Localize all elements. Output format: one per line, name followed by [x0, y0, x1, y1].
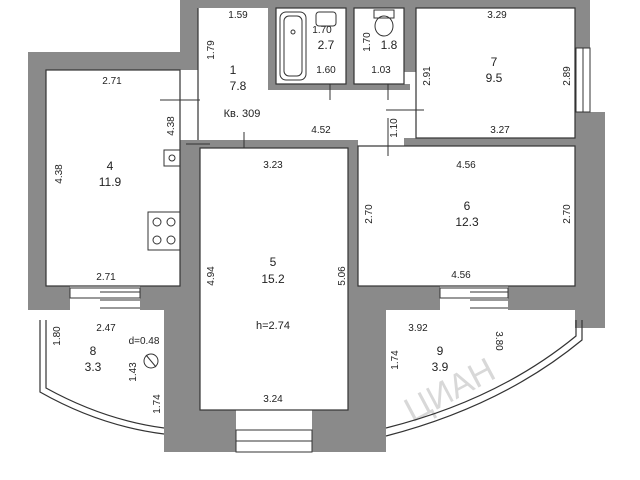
room-9-number: 9: [437, 344, 444, 358]
room-1-area: 7.8: [230, 79, 247, 93]
room-8-area: 3.3: [85, 360, 102, 374]
wc-outline: [353, 7, 405, 85]
dim-r4-bottom: 2.71: [96, 272, 116, 283]
dim-r7-left: 2.91: [422, 66, 433, 86]
room-6-area: 12.3: [455, 215, 479, 229]
room-5-area: 15.2: [261, 272, 285, 286]
toilet-tank: [373, 9, 395, 19]
dim-b8-top: 2.47: [96, 323, 116, 334]
wall-r4-top: [28, 52, 198, 70]
dim-hall-left: 1.79: [206, 40, 217, 60]
room-6-number: 6: [464, 199, 471, 213]
room-4-number: 4: [107, 159, 114, 173]
dim-b9-left: 1.74: [390, 350, 401, 370]
window-r6: [439, 287, 509, 299]
room-8-number: 8: [90, 344, 97, 358]
exterior-walls: [28, 0, 605, 452]
room-1-number: 1: [230, 63, 237, 77]
room-3-number: 1.8: [381, 38, 398, 52]
windows: [69, 47, 591, 453]
dim-b9-top: 3.92: [408, 323, 428, 334]
dim-r6-right: 2.70: [562, 204, 573, 224]
wall-r6-bottom-right: [508, 286, 580, 310]
dim-r6-left: 2.70: [364, 204, 375, 224]
labels: 1.59 1.79 1 7.8 Кв. 309 4.52 1.70 2.7 1.…: [52, 10, 573, 414]
bath-outline: [275, 7, 347, 85]
dim-wc-bottom: 1.03: [371, 65, 391, 76]
dim-wc-left: 1.70: [362, 32, 373, 52]
room-4-area: 11.9: [99, 175, 122, 189]
dim-r5-top: 3.23: [263, 160, 283, 171]
dim-passage: 1.10: [389, 118, 400, 138]
dim-r7-top: 3.29: [487, 10, 507, 21]
dim-r6-top: 4.56: [456, 160, 476, 171]
wall-bath-wc: [346, 8, 354, 88]
balcony-9-rail: [385, 320, 583, 437]
dim-b8-bottom: 1.74: [152, 394, 163, 414]
dim-bath-bottom: 1.60: [316, 65, 336, 76]
room-9-area: 3.9: [432, 360, 449, 374]
wall-left-upper: [180, 0, 198, 52]
wall-r4-left: [28, 52, 46, 310]
dim-r7-right: 2.89: [562, 66, 573, 86]
kitchen-sink: [163, 149, 181, 167]
wall-right-upper: [575, 0, 590, 48]
dim-r5-right: 5.06: [337, 266, 348, 286]
fixtures: [143, 9, 395, 369]
wall-bath-bottom: [268, 84, 410, 90]
dim-b8-mid: 1.43: [128, 362, 139, 382]
dim-r4-left: 4.38: [54, 164, 65, 184]
wall-bath-left: [268, 8, 276, 88]
bath-sink: [315, 11, 337, 27]
balcony-8-rail: [39, 320, 165, 435]
room-5-number: 5: [270, 255, 277, 269]
wall-r5-top: [196, 140, 358, 148]
room-7-number: 7: [491, 55, 498, 69]
balconies: [39, 320, 583, 437]
dim-r5-bottom: 3.24: [263, 394, 283, 405]
dim-r7-bottom: 3.27: [490, 125, 510, 136]
dim-bath-top: 1.70: [312, 25, 332, 36]
wall-top-right: [206, 0, 590, 8]
partitions: [45, 7, 576, 411]
dim-hall-top: 1.59: [228, 10, 248, 21]
room-6-outline: [357, 145, 576, 287]
wall-r5-bottom-left: [164, 410, 236, 452]
wall-r5-right: [348, 140, 358, 412]
room-5-outline: [199, 147, 349, 411]
balcony-doors: [100, 291, 508, 309]
apartment-label: Кв. 309: [224, 108, 261, 120]
dim-b8-diameter: d=0.48: [129, 336, 160, 347]
stove: [147, 211, 181, 251]
wall-r4-bottom-left: [28, 286, 70, 310]
dim-b9-right: 3.80: [493, 331, 504, 351]
room-7-area: 9.5: [486, 71, 503, 85]
dim-hall-bottom: 4.52: [311, 125, 331, 136]
wall-r7-bottom: [404, 138, 580, 146]
wall-r7-left: [404, 8, 416, 72]
ceiling-height: h=2.74: [256, 320, 290, 332]
toilet-bowl: [374, 15, 394, 37]
room-7-outline: [415, 7, 576, 139]
room-4-outline: [45, 69, 181, 287]
balcony-9-outline: [385, 320, 577, 429]
dim-b8-left: 1.80: [52, 326, 63, 346]
doors: [160, 84, 424, 156]
bathtub: [279, 11, 307, 81]
drain-circle: [143, 353, 159, 369]
room-2-number: 2.7: [318, 38, 335, 52]
wall-r6-bottom-left: [358, 286, 440, 310]
dim-r5-left: 4.94: [206, 266, 217, 286]
dim-r6-bottom: 4.56: [451, 270, 471, 281]
window-r4: [69, 287, 141, 299]
balcony-8-outline: [45, 320, 165, 429]
dim-r4-top: 2.71: [102, 76, 122, 87]
wall-right-lower: [575, 112, 605, 328]
dim-r4-inner: 4.38: [166, 116, 177, 136]
wall-b9-left: [358, 286, 386, 452]
watermark: ЦИАН: [398, 351, 501, 430]
